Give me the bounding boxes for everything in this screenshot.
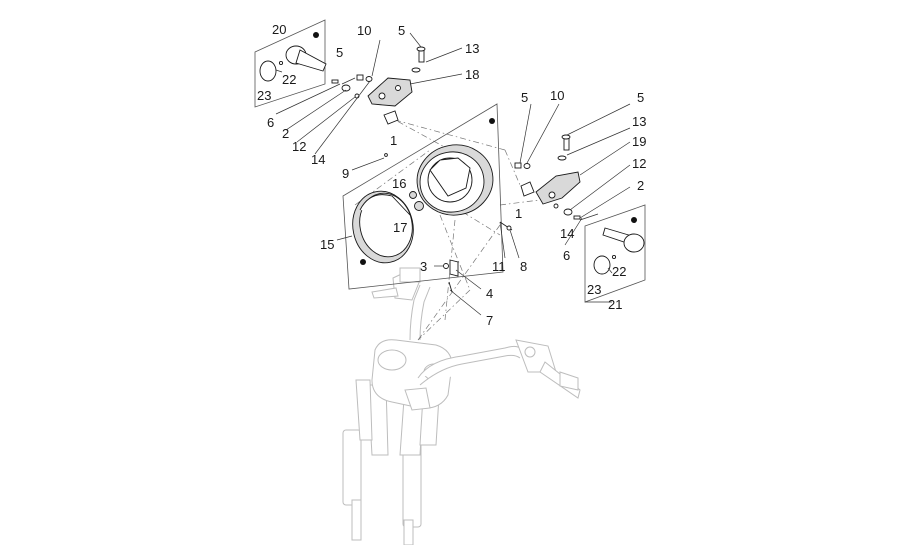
callout-6: 6 bbox=[563, 248, 570, 263]
leader-lines bbox=[275, 32, 631, 316]
callout-2: 2 bbox=[637, 178, 644, 193]
callout-12: 12 bbox=[632, 156, 646, 171]
callout-22: 22 bbox=[612, 264, 626, 279]
headlight-panel bbox=[342, 103, 504, 290]
fork-and-handlebar-art bbox=[342, 267, 581, 545]
callout-6: 6 bbox=[267, 115, 274, 130]
callout-2: 2 bbox=[282, 126, 289, 141]
callout-13: 13 bbox=[632, 114, 646, 129]
callout-21: 21 bbox=[608, 297, 622, 312]
callout-7: 7 bbox=[486, 313, 493, 328]
callout-11: 11 bbox=[492, 259, 506, 274]
callout-22: 22 bbox=[282, 72, 296, 87]
callout-1: 1 bbox=[390, 133, 397, 148]
callout-17: 17 bbox=[393, 220, 407, 235]
callout-10: 10 bbox=[550, 88, 564, 103]
callout-5: 5 bbox=[637, 90, 644, 105]
callout-14: 14 bbox=[560, 226, 574, 241]
callout-14: 14 bbox=[311, 152, 325, 167]
callout-19: 19 bbox=[632, 134, 646, 149]
callout-15: 15 bbox=[320, 237, 334, 252]
callout-4: 4 bbox=[486, 286, 493, 301]
callout-1: 1 bbox=[515, 206, 522, 221]
right-bracket-group bbox=[499, 134, 581, 231]
left-indicator-kit bbox=[254, 19, 327, 108]
callout-labels: 20 10 5 13 18 5 22 23 6 2 12 14 1 9 16 1… bbox=[257, 22, 646, 328]
callout-12: 12 bbox=[292, 139, 306, 154]
lower-mount-parts bbox=[443, 259, 459, 293]
callout-3: 3 bbox=[420, 259, 427, 274]
callout-10: 10 bbox=[357, 23, 371, 38]
callout-9: 9 bbox=[342, 166, 349, 181]
callout-20: 20 bbox=[272, 22, 286, 37]
callout-23: 23 bbox=[587, 282, 601, 297]
callout-16: 16 bbox=[392, 176, 406, 191]
callout-23: 23 bbox=[257, 88, 271, 103]
callout-5: 5 bbox=[398, 23, 405, 38]
right-indicator-kit bbox=[584, 204, 646, 303]
left-bracket-group bbox=[331, 46, 426, 157]
callout-5: 5 bbox=[521, 90, 528, 105]
callout-18: 18 bbox=[465, 67, 479, 82]
callout-13: 13 bbox=[465, 41, 479, 56]
callout-8: 8 bbox=[520, 259, 527, 274]
callout-5: 5 bbox=[336, 45, 343, 60]
